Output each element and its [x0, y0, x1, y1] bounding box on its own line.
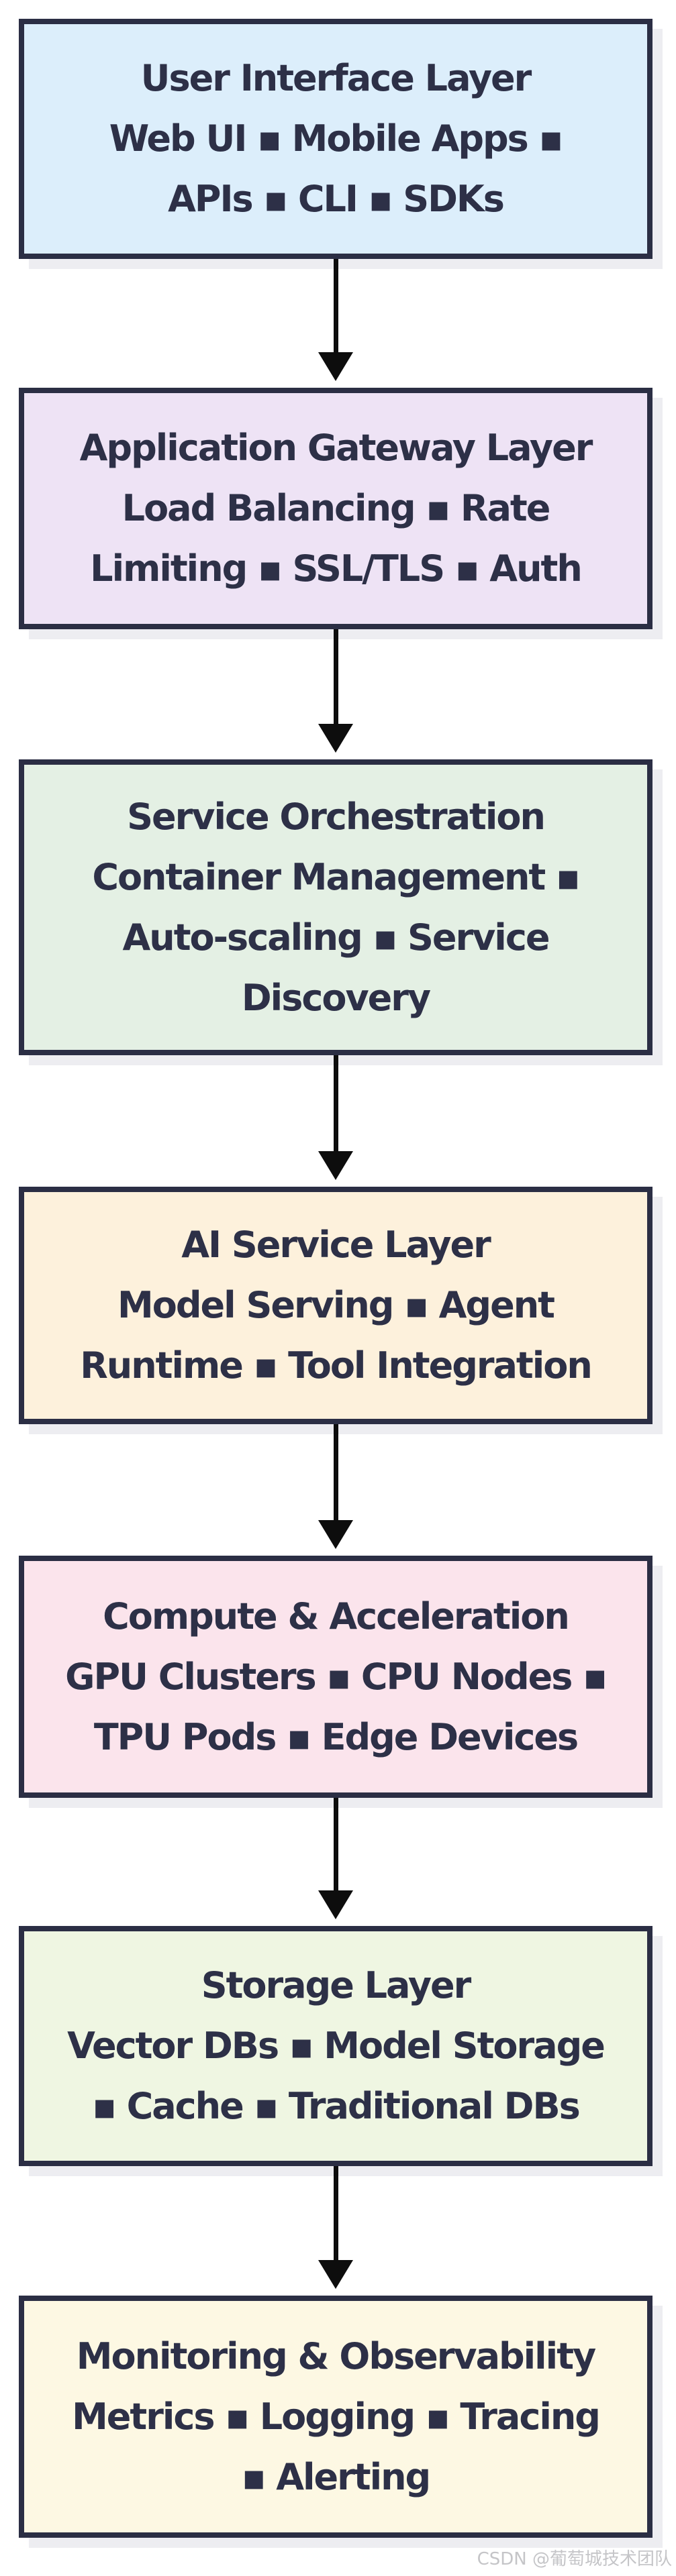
down-arrow-icon — [318, 1055, 353, 1180]
layer-box-service-orchestration: Service Orchestration Container Manageme… — [19, 759, 653, 1055]
layer-box-compute-acceleration: Compute & Acceleration GPU Clusters ▪ CP… — [19, 1556, 653, 1798]
arrow-head — [318, 724, 353, 753]
arrow-head — [318, 2260, 353, 2289]
layer-title: Storage Layer — [201, 1964, 472, 2006]
arrow-head — [318, 1890, 353, 1919]
arrow-head — [318, 1151, 353, 1180]
layer-box-ai-service: AI Service Layer Model Serving ▪ Agent R… — [19, 1187, 653, 1424]
layer-box-application-gateway: Application Gateway Layer Load Balancing… — [19, 388, 653, 629]
watermark: CSDN @葡萄城技术团队 — [477, 2549, 672, 2569]
layer-box-storage: Storage Layer Vector DBs ▪ Model Storage… — [19, 1926, 653, 2166]
arrow-shaft — [333, 629, 338, 724]
layer-services: Model Serving ▪ Agent Runtime ▪ Tool Int… — [80, 1284, 593, 1387]
layer-box-monitoring-observability: Monitoring & Observability Metrics ▪ Log… — [19, 2296, 653, 2538]
layer-services: Vector DBs ▪ Model Storage ▪ Cache ▪ Tra… — [67, 2025, 606, 2127]
arrow-head — [318, 352, 353, 381]
layer-title: Service Orchestration — [127, 795, 546, 838]
arrow-shaft — [333, 1055, 338, 1151]
layer-services: Web UI ▪ Mobile Apps ▪ APIs ▪ CLI ▪ SDKs — [109, 117, 563, 220]
down-arrow-icon — [318, 2166, 353, 2289]
layer-services: Load Balancing ▪ Rate Limiting ▪ SSL/TLS… — [90, 487, 583, 590]
arrow-shaft — [333, 2166, 338, 2260]
layer-box-user-interface: User Interface Layer Web UI ▪ Mobile App… — [19, 19, 653, 259]
down-arrow-icon — [318, 259, 353, 381]
layer-services: Metrics ▪ Logging ▪ Tracing ▪ Alerting — [72, 2395, 601, 2498]
arrow-head — [318, 1520, 353, 1549]
layer-title: User Interface Layer — [140, 57, 532, 99]
layer-services: Container Management ▪ Auto-scaling ▪ Se… — [92, 855, 580, 1019]
arrow-shaft — [333, 1798, 338, 1890]
arrow-shaft — [333, 259, 338, 352]
down-arrow-icon — [318, 1424, 353, 1549]
down-arrow-icon — [318, 629, 353, 753]
layer-title: Application Gateway Layer — [79, 427, 593, 469]
layer-title: AI Service Layer — [181, 1224, 491, 1266]
arrow-shaft — [333, 1424, 338, 1520]
down-arrow-icon — [318, 1798, 353, 1919]
layer-title: Monitoring & Observability — [76, 2334, 596, 2377]
layer-title: Compute & Acceleration — [103, 1595, 570, 1638]
layer-services: GPU Clusters ▪ CPU Nodes ▪ TPU Pods ▪ Ed… — [65, 1655, 608, 1758]
